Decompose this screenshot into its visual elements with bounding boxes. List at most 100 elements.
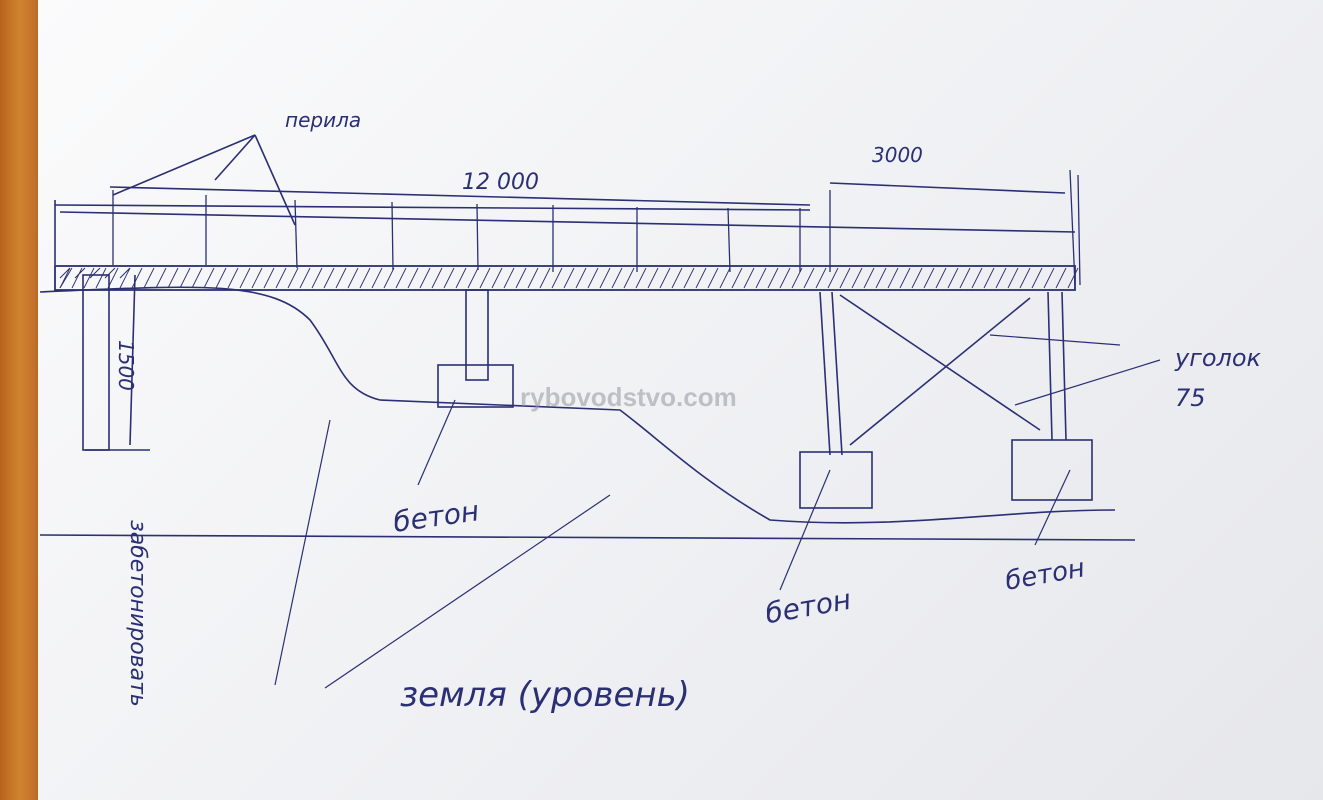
hatch-stroke — [611, 267, 623, 289]
hatch-stroke — [323, 267, 335, 289]
hatch-stroke — [671, 267, 683, 289]
hatch-stroke — [131, 267, 143, 289]
hatch-stroke — [719, 267, 731, 289]
hatch-stroke — [743, 267, 755, 289]
left-post — [82, 274, 150, 451]
hatch-stroke — [947, 267, 959, 289]
hatch-stroke — [959, 267, 971, 289]
water-level-line — [39, 534, 1136, 541]
hatch-stroke — [623, 267, 635, 289]
dimension-line-12000 — [109, 186, 811, 206]
hatch-stroke — [659, 267, 671, 289]
hatch-stroke — [731, 267, 743, 289]
hatch-stroke — [251, 267, 263, 289]
hatch-stroke — [863, 267, 875, 289]
hatch-stroke — [275, 267, 287, 289]
middle-post — [437, 289, 514, 408]
hatch-stroke — [539, 267, 551, 289]
hatch-stroke — [359, 267, 371, 289]
hatch-stroke — [575, 267, 587, 289]
hatch-stroke — [695, 267, 707, 289]
hatch-stroke — [119, 267, 131, 289]
hatch-stroke — [455, 267, 467, 289]
hatch-stroke — [827, 267, 839, 289]
hatch-stroke — [707, 267, 719, 289]
hatch-stroke — [1067, 267, 1079, 289]
hatch-stroke — [851, 267, 863, 289]
hatch-stroke — [683, 267, 695, 289]
hatch-stroke — [287, 267, 299, 289]
hatch-stroke — [1031, 267, 1043, 289]
label-section-length: 3000 — [872, 143, 923, 167]
hatch-stroke — [95, 267, 107, 289]
label-railing: перила — [285, 108, 362, 132]
deck-hatching — [59, 267, 1079, 289]
hatch-stroke — [971, 267, 983, 289]
hatch-stroke — [143, 267, 155, 289]
steel-frame — [799, 291, 1093, 509]
hatch-stroke — [335, 267, 347, 289]
hatch-stroke — [791, 267, 803, 289]
hatch-stroke — [1043, 267, 1055, 289]
hatch-stroke — [1019, 267, 1031, 289]
hatch-stroke — [815, 267, 827, 289]
hatch-stroke — [203, 267, 215, 289]
hatch-stroke — [551, 267, 563, 289]
hatch-stroke — [875, 267, 887, 289]
hatch-stroke — [515, 267, 527, 289]
hatch-stroke — [1007, 267, 1019, 289]
hatch-stroke — [935, 267, 947, 289]
hatch-stroke — [443, 267, 455, 289]
paper-sheet — [38, 0, 1323, 800]
hatch-stroke — [635, 267, 647, 289]
hatch-stroke — [995, 267, 1007, 289]
hatch-stroke — [191, 267, 203, 289]
hatch-stroke — [215, 267, 227, 289]
dimension-line-3000 — [829, 182, 1066, 194]
label-span-length: 12 000 — [462, 170, 539, 195]
hatch-stroke — [779, 267, 791, 289]
railing — [54, 134, 1081, 286]
hatch-stroke — [647, 267, 659, 289]
hatch-stroke — [419, 267, 431, 289]
hatch-stroke — [167, 267, 179, 289]
hatch-stroke — [755, 267, 767, 289]
hatch-stroke — [467, 267, 479, 289]
hatch-stroke — [599, 267, 611, 289]
hatch-stroke — [311, 267, 323, 289]
watermark: rybovodstvo.com — [520, 382, 737, 412]
hatch-stroke — [899, 267, 911, 289]
hatch-stroke — [59, 267, 71, 289]
hatch-stroke — [347, 267, 359, 289]
label-to-concrete: забетонировать — [125, 520, 150, 707]
hatch-stroke — [83, 267, 95, 289]
hatch-stroke — [371, 267, 383, 289]
hatch-stroke — [395, 267, 407, 289]
hatch-stroke — [263, 267, 275, 289]
hatch-stroke — [431, 267, 443, 289]
hatch-stroke — [803, 267, 815, 289]
hatch-stroke — [155, 267, 167, 289]
hatch-stroke — [839, 267, 851, 289]
ground-profile — [39, 286, 1116, 524]
label-angle-steel: уголок 75 — [1175, 344, 1262, 412]
hatch-stroke — [1055, 267, 1067, 289]
hatch-stroke — [491, 267, 503, 289]
hatch-stroke — [179, 267, 191, 289]
hatch-stroke — [923, 267, 935, 289]
hatch-stroke — [239, 267, 251, 289]
hatch-stroke — [383, 267, 395, 289]
label-post-depth: 1500 — [114, 340, 138, 391]
bridge-deck — [54, 265, 1076, 291]
hatch-stroke — [527, 267, 539, 289]
hatch-stroke — [983, 267, 995, 289]
hatch-stroke — [887, 267, 899, 289]
label-ground-level: земля (уровень) — [400, 675, 690, 715]
hatch-stroke — [479, 267, 491, 289]
hatch-stroke — [227, 267, 239, 289]
leader-lines — [274, 334, 1161, 689]
hatch-stroke — [563, 267, 575, 289]
hatch-stroke — [587, 267, 599, 289]
hatch-stroke — [299, 267, 311, 289]
